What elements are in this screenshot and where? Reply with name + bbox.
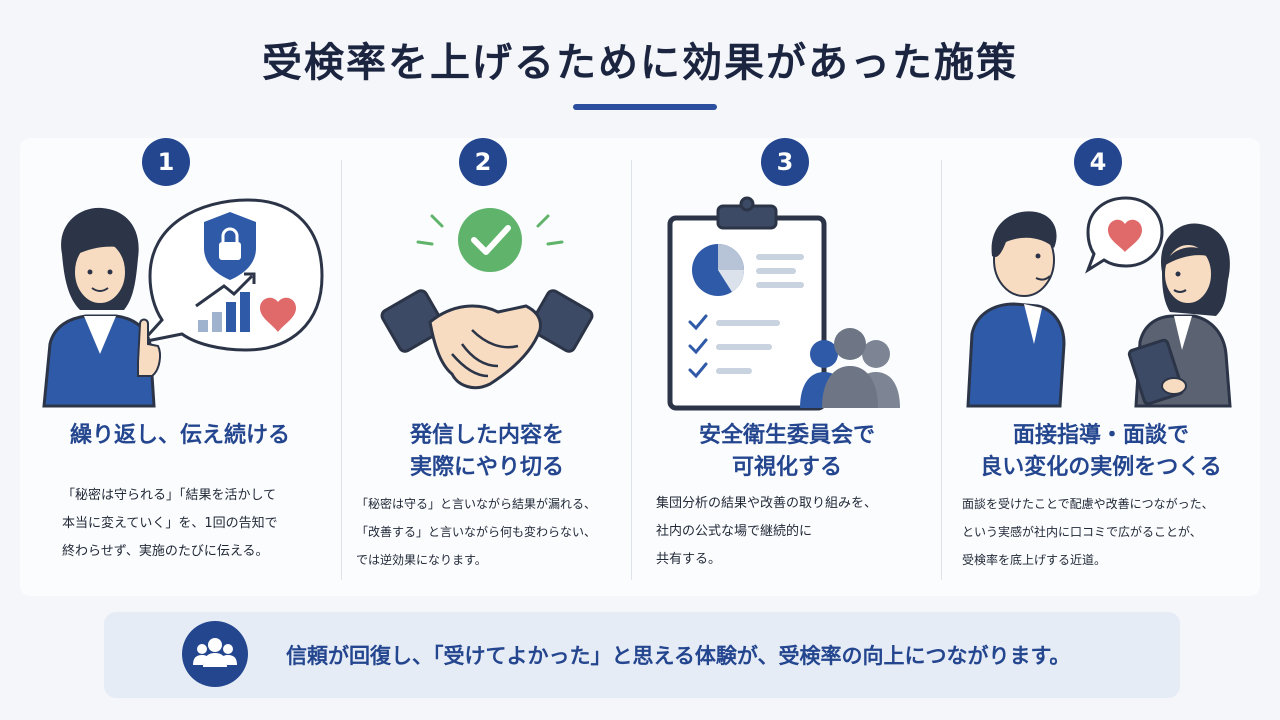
woman-explaining-illustration [42,198,324,408]
pie-chart-icon [692,244,745,296]
growth-chart-icon [195,272,256,332]
clipboard-meeting-illustration [667,196,900,411]
measure-2-body: 「秘密は守る」と言いながら結果が漏れる、 「改善する」と言いながら何も変わらない… [356,497,597,567]
measure-3-body: 集団分析の結果や改善の取り組みを、 社内の公式な場で継続的に 共有する。 [656,496,878,567]
measure-1-title: 繰り返し、伝え続ける [69,423,290,448]
number-badge-1: 1 [142,138,190,186]
summary-text: 信頼が回復し、「受けてよかった」と思える体験が、受検率の向上につながります。 [286,644,1071,668]
clipboard-icon [667,215,827,411]
measure-3-title: 安全衛生委員会で 可視化する [698,423,875,480]
group-people-icon [800,328,900,408]
handshake-illustration [380,208,594,390]
team-icon [182,621,248,687]
title-underline [573,104,717,110]
measure-4: 4 [942,138,1260,596]
column-divider [341,160,342,580]
summary-banner: 信頼が回復し、「受けてよかった」と思える体験が、受検率の向上につながります。 [104,612,1180,698]
measure-2: 2 発信した内容を 実際にやり切る 「秘密は守る」と言いな [342,138,632,596]
number-badge-3: 3 [761,138,809,186]
man-figure [966,211,1066,408]
measure-4-body: 面談を受けたことで配慮や改善につながった、 という実感が社内に口コミで広がること… [962,497,1214,567]
interview-illustration [966,196,1232,408]
number-badge-4: 4 [1074,138,1122,186]
measure-1: 1 [20,138,340,596]
measure-1-body: 「秘密は守られる」「結果を活かして 本当に変えていく」を、1回の告知で 終わらせ… [62,488,278,559]
measure-4-title: 面接指導・面談で 良い変化の実例をつくる [980,423,1222,480]
measures-panel: 1 [20,138,1260,596]
number-badge-2: 2 [459,138,507,186]
column-divider [941,160,942,580]
woman-figure [1127,223,1232,408]
heart-icon [1108,219,1142,252]
measure-2-title: 発信した内容を 実際にやり切る [409,423,564,480]
sparkle-rays [416,214,564,246]
woman-figure [42,207,161,408]
measure-3: 3 [632,138,942,596]
checklist-icon [688,314,708,379]
page-title: 受検率を上げるために効果があった施策 [262,40,1018,86]
column-divider [631,160,632,580]
handshake-icon [380,289,594,390]
heart-icon [260,297,296,332]
check-circle-icon [458,208,522,272]
